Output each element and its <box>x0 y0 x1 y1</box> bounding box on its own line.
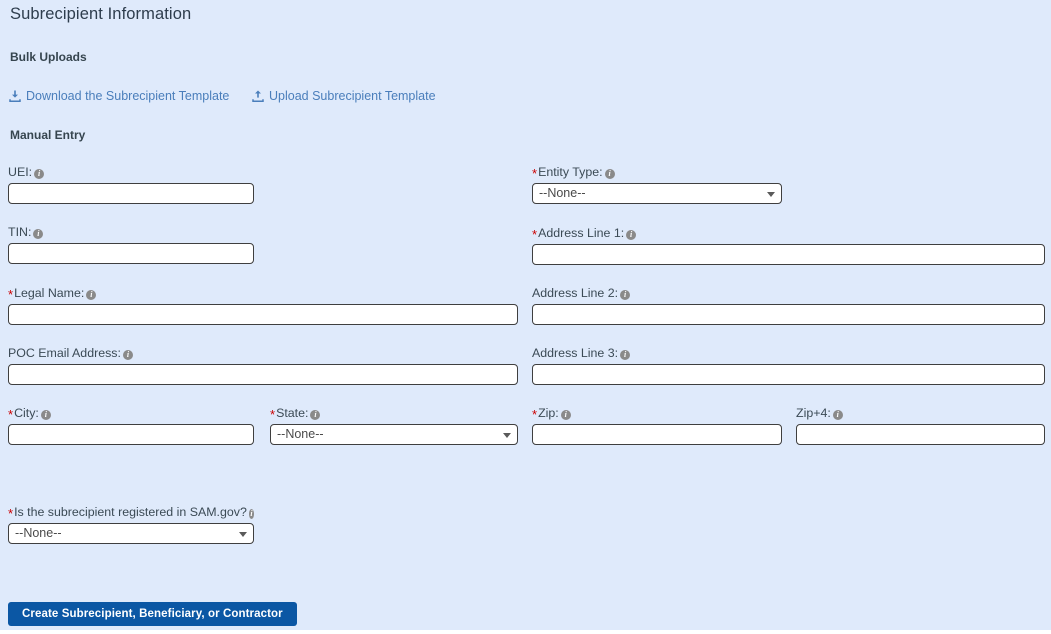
state-select[interactable]: --None-- <box>270 424 518 445</box>
label-uei: UEI: i <box>8 165 254 180</box>
address-line-1-label-text: Address Line 1: <box>538 226 625 240</box>
create-subrecipient-button[interactable]: Create Subrecipient, Beneficiary, or Con… <box>8 602 297 626</box>
state-selected-value: --None-- <box>277 427 324 441</box>
poc-email-label-text: POC Email Address: <box>8 346 121 360</box>
upload-link-label: Upload Subrecipient Template <box>269 89 436 103</box>
address-line-3-input[interactable] <box>532 364 1045 385</box>
info-icon[interactable]: i <box>310 409 321 420</box>
info-icon[interactable]: i <box>34 168 45 179</box>
field-state: * State: i --None-- <box>270 406 518 445</box>
info-icon[interactable]: i <box>122 349 133 360</box>
label-address-line-3: Address Line 3: i <box>532 346 1045 361</box>
download-link-label: Download the Subrecipient Template <box>26 89 230 103</box>
label-zip: * Zip: i <box>532 406 782 421</box>
info-icon[interactable]: i <box>620 349 631 360</box>
entity-type-select[interactable]: --None-- <box>532 183 782 204</box>
address-line-2-input[interactable] <box>532 304 1045 325</box>
required-marker: * <box>532 406 538 422</box>
field-entity-type: * Entity Type: i --None-- <box>532 165 782 204</box>
field-poc-email: POC Email Address: i <box>8 346 518 385</box>
chevron-down-icon <box>767 191 775 197</box>
label-zip4: Zip+4: i <box>796 406 1045 421</box>
field-legal-name: * Legal Name: i <box>8 286 518 325</box>
info-icon[interactable]: i <box>33 228 44 239</box>
legal-name-input[interactable] <box>8 304 518 325</box>
label-poc-email: POC Email Address: i <box>8 346 518 361</box>
info-icon[interactable]: i <box>560 409 571 420</box>
sam-registered-selected-value: --None-- <box>15 526 62 540</box>
label-address-line-2: Address Line 2: i <box>532 286 1045 301</box>
label-state: * State: i <box>270 406 518 421</box>
bottom-strip <box>0 630 1051 634</box>
field-sam-registered: * Is the subrecipient registered in SAM.… <box>8 505 254 544</box>
info-icon[interactable]: i <box>620 289 631 300</box>
zip-label-text: Zip: <box>538 406 559 420</box>
required-marker: * <box>270 406 276 422</box>
address-line-1-input[interactable] <box>532 244 1045 265</box>
manual-entry-heading: Manual Entry <box>10 128 86 142</box>
field-zip4: Zip+4: i <box>796 406 1045 445</box>
chevron-down-icon <box>239 531 247 537</box>
chevron-down-icon <box>503 432 511 438</box>
info-icon[interactable]: i <box>40 409 51 420</box>
zip4-input[interactable] <box>796 424 1045 445</box>
zip-input[interactable] <box>532 424 782 445</box>
zip4-label-text: Zip+4: <box>796 406 831 420</box>
label-legal-name: * Legal Name: i <box>8 286 518 301</box>
field-zip: * Zip: i <box>532 406 782 445</box>
legal-name-label-text: Legal Name: <box>14 286 85 300</box>
city-label-text: City: <box>14 406 39 420</box>
tin-input[interactable] <box>8 243 254 264</box>
field-tin: TIN: i <box>8 225 254 264</box>
uei-input[interactable] <box>8 183 254 204</box>
required-marker: * <box>8 406 14 422</box>
field-address-line-3: Address Line 3: i <box>532 346 1045 385</box>
required-marker: * <box>8 505 14 521</box>
city-input[interactable] <box>8 424 254 445</box>
entity-type-label-text: Entity Type: <box>538 165 603 179</box>
address-line-2-label-text: Address Line 2: <box>532 286 619 300</box>
label-entity-type: * Entity Type: i <box>532 165 782 180</box>
address-line-3-label-text: Address Line 3: <box>532 346 619 360</box>
entity-type-selected-value: --None-- <box>539 186 586 200</box>
field-city: * City: i <box>8 406 254 445</box>
sam-registered-label-text: Is the subrecipient registered in SAM.go… <box>14 505 247 519</box>
info-icon[interactable]: i <box>626 229 637 240</box>
uei-label-text: UEI: <box>8 165 33 179</box>
download-subrecipient-template-link[interactable]: Download the Subrecipient Template <box>9 89 229 103</box>
label-address-line-1: * Address Line 1: i <box>532 226 1045 241</box>
download-icon <box>9 90 21 103</box>
upload-icon <box>252 90 264 103</box>
info-icon[interactable]: i <box>832 409 843 420</box>
tin-label-text: TIN: <box>8 225 32 239</box>
required-marker: * <box>532 165 538 181</box>
info-icon[interactable]: i <box>248 508 254 519</box>
info-icon[interactable]: i <box>86 289 97 300</box>
field-uei: UEI: i <box>8 165 254 204</box>
required-marker: * <box>8 286 14 302</box>
page-title: Subrecipient Information <box>10 5 192 23</box>
poc-email-input[interactable] <box>8 364 518 385</box>
label-tin: TIN: i <box>8 225 254 240</box>
label-city: * City: i <box>8 406 254 421</box>
sam-registered-select[interactable]: --None-- <box>8 523 254 544</box>
upload-subrecipient-template-link[interactable]: Upload Subrecipient Template <box>252 89 436 103</box>
label-sam-registered: * Is the subrecipient registered in SAM.… <box>8 505 254 520</box>
state-label-text: State: <box>276 406 309 420</box>
bulk-uploads-heading: Bulk Uploads <box>10 50 87 64</box>
field-address-line-1: * Address Line 1: i <box>532 226 1045 265</box>
info-icon[interactable]: i <box>604 168 615 179</box>
field-address-line-2: Address Line 2: i <box>532 286 1045 325</box>
required-marker: * <box>532 226 538 242</box>
